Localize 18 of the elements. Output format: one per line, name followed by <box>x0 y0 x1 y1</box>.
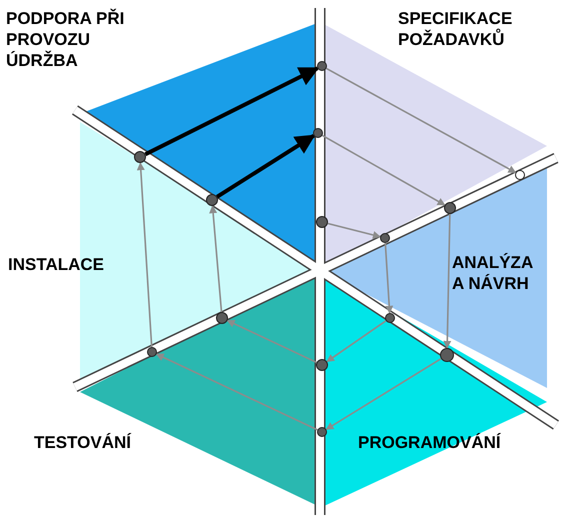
arrow <box>328 222 381 239</box>
arrow <box>216 134 316 198</box>
phase-label: PODPORA PŘI PROVOZU ÚDRŽBA <box>6 8 126 71</box>
arrow <box>326 358 442 430</box>
arrow <box>322 134 446 206</box>
arrow <box>384 242 394 314</box>
arrow <box>156 353 318 431</box>
phase-label: TESTOVÁNÍ <box>34 432 132 453</box>
arrow <box>136 162 152 348</box>
arrow <box>443 214 452 349</box>
phase-label: SPECIFIKACE POŽADAVKŮ <box>398 8 514 50</box>
arrow <box>209 205 222 312</box>
phase-label: ANALÝZA A NÁVRH <box>452 252 534 294</box>
arrow <box>326 68 516 174</box>
arrow <box>226 320 317 364</box>
phase-label: INSTALACE <box>8 254 106 275</box>
arrow <box>326 320 386 362</box>
arrow <box>144 66 320 156</box>
